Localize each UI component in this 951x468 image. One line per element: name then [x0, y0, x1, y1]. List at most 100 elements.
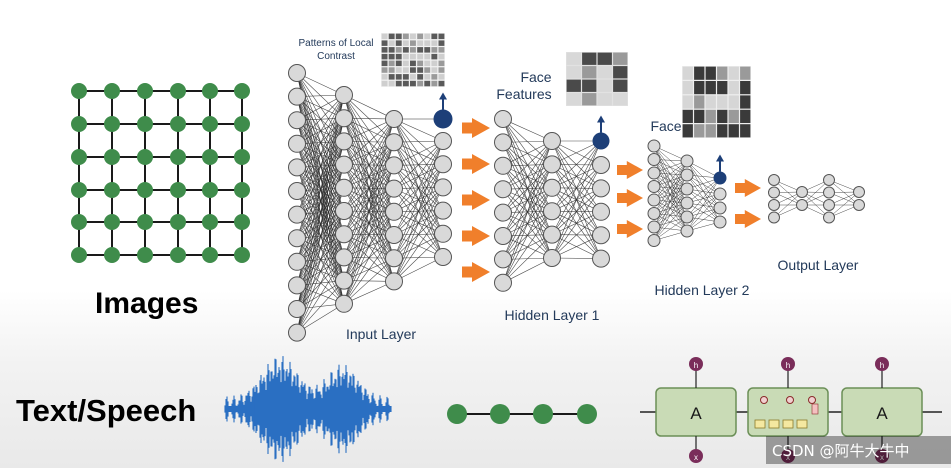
- grid-node: [137, 149, 153, 165]
- thumbnail-tile: [410, 47, 416, 53]
- neuron: [434, 201, 452, 220]
- grid-node: [104, 247, 120, 263]
- thumbnail-frame: [682, 66, 751, 138]
- neuron: [823, 186, 835, 199]
- neuron: [288, 252, 306, 271]
- orange-arrow-icon: [462, 118, 490, 138]
- thumbnail-tile: [395, 47, 402, 53]
- network-edge: [393, 140, 444, 212]
- neuron: [385, 249, 403, 268]
- thumbnail-tile: [417, 40, 424, 46]
- grid-node: [137, 182, 153, 198]
- neuron: [434, 248, 452, 266]
- network-edge: [296, 280, 345, 333]
- network-edge: [773, 191, 803, 218]
- rnn-output-node: [689, 357, 703, 371]
- network-edge: [343, 118, 395, 281]
- neuron: [713, 201, 727, 215]
- grid-node: [104, 149, 120, 165]
- thumbnail-tile: [597, 66, 612, 79]
- rnn-output-node: [781, 357, 795, 371]
- grid-node: [234, 214, 250, 230]
- thumbnail-tile: [431, 40, 438, 46]
- grid-node: [234, 83, 250, 99]
- grid-node: [170, 247, 186, 263]
- thumbnail-tile: [431, 47, 438, 53]
- network-edge: [686, 160, 721, 195]
- thumbnail-tile: [431, 80, 438, 87]
- neuron: [385, 110, 403, 128]
- thumbnail-tile: [417, 47, 424, 53]
- thumbnail-tile: [597, 52, 612, 65]
- network-edge: [686, 177, 721, 218]
- thumbnail-tile: [402, 80, 409, 87]
- thumbnail-tile: [566, 93, 581, 106]
- neuron: [543, 249, 561, 267]
- network-edge: [393, 140, 444, 236]
- network-edge: [296, 141, 345, 333]
- thumbnail-tile: [728, 66, 739, 80]
- neuron: [543, 202, 561, 221]
- neuron: [385, 272, 403, 291]
- network-edge: [393, 140, 444, 189]
- thumbnail-tile: [438, 40, 445, 46]
- grid-node: [71, 182, 87, 198]
- grid-node: [137, 214, 153, 230]
- thumbnail-tile: [388, 74, 395, 80]
- neuron: [680, 196, 694, 210]
- network-edge: [343, 281, 395, 305]
- thumbnail-tile: [438, 53, 445, 60]
- neuron: [434, 132, 452, 150]
- neuron: [543, 155, 561, 174]
- neuron: [647, 234, 661, 247]
- network-edge: [296, 257, 345, 333]
- thumbnail-tile: [705, 95, 716, 109]
- rnn-input-node: [875, 449, 889, 463]
- thumbnail-tile: [705, 81, 716, 95]
- network-edge: [653, 188, 688, 241]
- thumbnail-tile: [424, 40, 431, 46]
- thumbnail-tile: [388, 60, 395, 67]
- network-edge: [343, 188, 395, 304]
- thumbnail-tile: [417, 67, 424, 73]
- network-edge: [502, 257, 553, 284]
- network-edge: [393, 140, 444, 166]
- thumbnail-tile: [566, 52, 581, 65]
- input-layer-label: Input Layer: [346, 326, 416, 342]
- thumbnail-tile: [410, 40, 416, 46]
- network-edge: [551, 140, 602, 189]
- thumbnail-tile: [728, 109, 739, 123]
- neuron: [494, 273, 512, 292]
- rnn-input-label: x: [786, 453, 790, 462]
- thumbnail-tile: [694, 95, 705, 109]
- rnn-output-label: h: [880, 361, 884, 370]
- highlighted-neuron: [713, 171, 727, 185]
- network-edge: [296, 94, 345, 333]
- network-edge: [686, 177, 721, 232]
- neuron: [434, 155, 452, 174]
- thumbnail-tile: [417, 60, 424, 67]
- thumbnail-tile: [402, 47, 409, 53]
- rnn-input-node: [689, 449, 703, 463]
- thumbnail-tile: [740, 81, 751, 95]
- neuron: [592, 226, 610, 245]
- grid-node: [170, 182, 186, 198]
- neuron: [853, 199, 865, 211]
- neuron: [592, 202, 610, 221]
- neuron: [385, 202, 403, 221]
- hidden-layer-1-label: Hidden Layer 1: [505, 307, 600, 323]
- network-edge: [686, 193, 721, 232]
- thumbnail-tile: [728, 81, 739, 95]
- thumbnail-tile: [381, 40, 388, 46]
- orange-arrow-icon: [462, 226, 490, 246]
- network-edge: [343, 118, 395, 188]
- grid-node: [71, 247, 87, 263]
- neuron: [796, 186, 808, 198]
- grid-node: [234, 116, 250, 132]
- network-edge: [653, 202, 688, 241]
- local-contrast-image: [381, 33, 445, 87]
- grid-node: [234, 149, 250, 165]
- thumbnail-tile: [424, 60, 431, 67]
- grid-node: [170, 116, 186, 132]
